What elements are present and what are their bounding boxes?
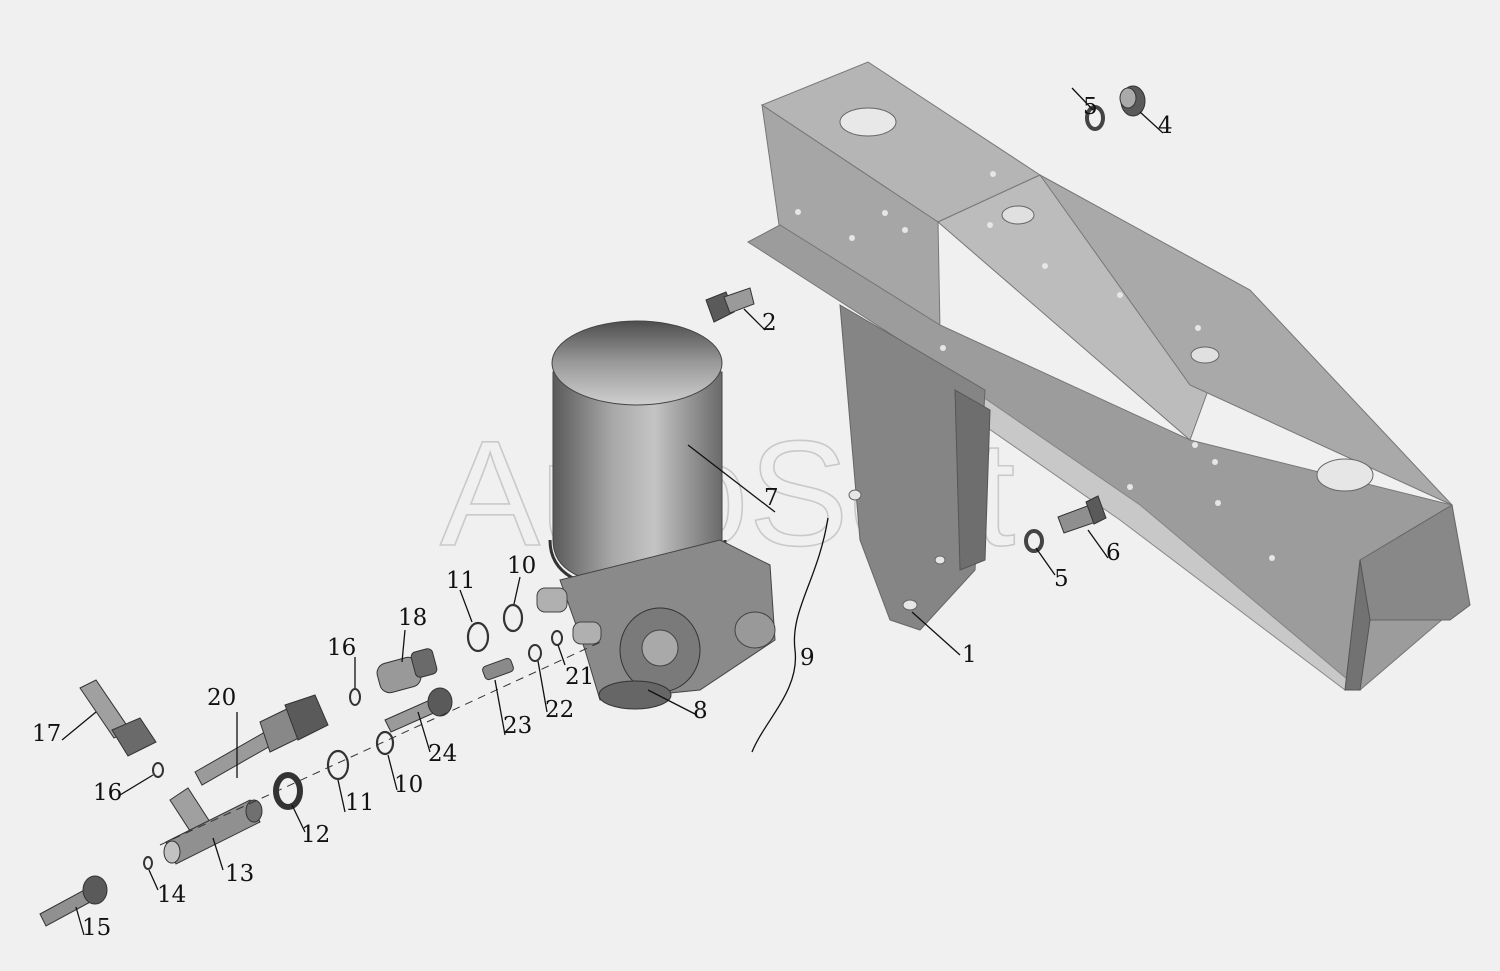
bolt-part-2: [705, 287, 755, 323]
washer-part-5-top: [1085, 105, 1105, 131]
o-ring-part-11-upper: [466, 621, 490, 653]
callout-9: 9: [800, 645, 815, 671]
callout-16-upper: 16: [327, 635, 356, 661]
callout-6: 6: [1106, 540, 1121, 566]
callout-20: 20: [207, 685, 236, 711]
assembly-axis-line: [159, 639, 606, 846]
o-ring-part-22: [528, 644, 542, 662]
callout-22: 22: [545, 697, 574, 723]
callout-4: 4: [1158, 113, 1173, 139]
callout-2: 2: [762, 310, 777, 336]
callout-24: 24: [428, 741, 457, 767]
nut-part-4: [1119, 85, 1146, 117]
callout-13: 13: [225, 861, 254, 887]
bolt-part-6: [1057, 495, 1107, 534]
callout-12: 12: [301, 822, 330, 848]
callout-16-lower: 16: [93, 780, 122, 806]
o-ring-part-21: [551, 630, 563, 646]
o-ring-part-16-upper: [349, 688, 361, 706]
callout-5-lower: 5: [1054, 566, 1069, 592]
callout-1: 1: [962, 642, 977, 668]
callout-23: 23: [503, 713, 532, 739]
leader-lines: [61, 87, 1164, 936]
callout-17: 17: [32, 721, 61, 747]
callout-8: 8: [693, 698, 708, 724]
nipple-part-23: [482, 657, 514, 681]
callout-labels: 1 2 4 5 5 6 7 8 9 10 10 11 11 12 13 14 1…: [32, 94, 1173, 941]
callout-10-lower: 10: [394, 772, 423, 798]
adapter-part-18: [376, 648, 438, 694]
callout-7: 7: [764, 485, 779, 511]
o-ring-part-10-lower: [375, 730, 395, 756]
callout-5-top: 5: [1083, 94, 1098, 120]
callout-11-lower: 11: [345, 790, 374, 816]
fitting-part-17: [79, 679, 157, 757]
callout-11-upper: 11: [446, 568, 475, 594]
tee-part-13: [163, 787, 263, 865]
callout-18: 18: [398, 605, 427, 631]
hose-fitting-part-20: [194, 694, 329, 786]
o-ring-part-16-lower: [152, 762, 164, 778]
callout-10-upper: 10: [507, 553, 536, 579]
washer-part-5-lower: [1024, 529, 1044, 553]
o-ring-part-10-upper: [502, 603, 524, 633]
bracket-part-1: [747, 61, 1471, 691]
callout-14: 14: [157, 882, 186, 908]
ring-part-12: [273, 772, 303, 810]
o-ring-part-14: [143, 856, 153, 870]
o-ring-part-11-lower: [326, 749, 350, 781]
dryer-body-part-8: [536, 539, 776, 710]
callout-15: 15: [82, 915, 111, 941]
callout-21: 21: [565, 664, 594, 690]
tube-part-9: [751, 517, 829, 753]
fitting-part-15: [39, 875, 108, 927]
